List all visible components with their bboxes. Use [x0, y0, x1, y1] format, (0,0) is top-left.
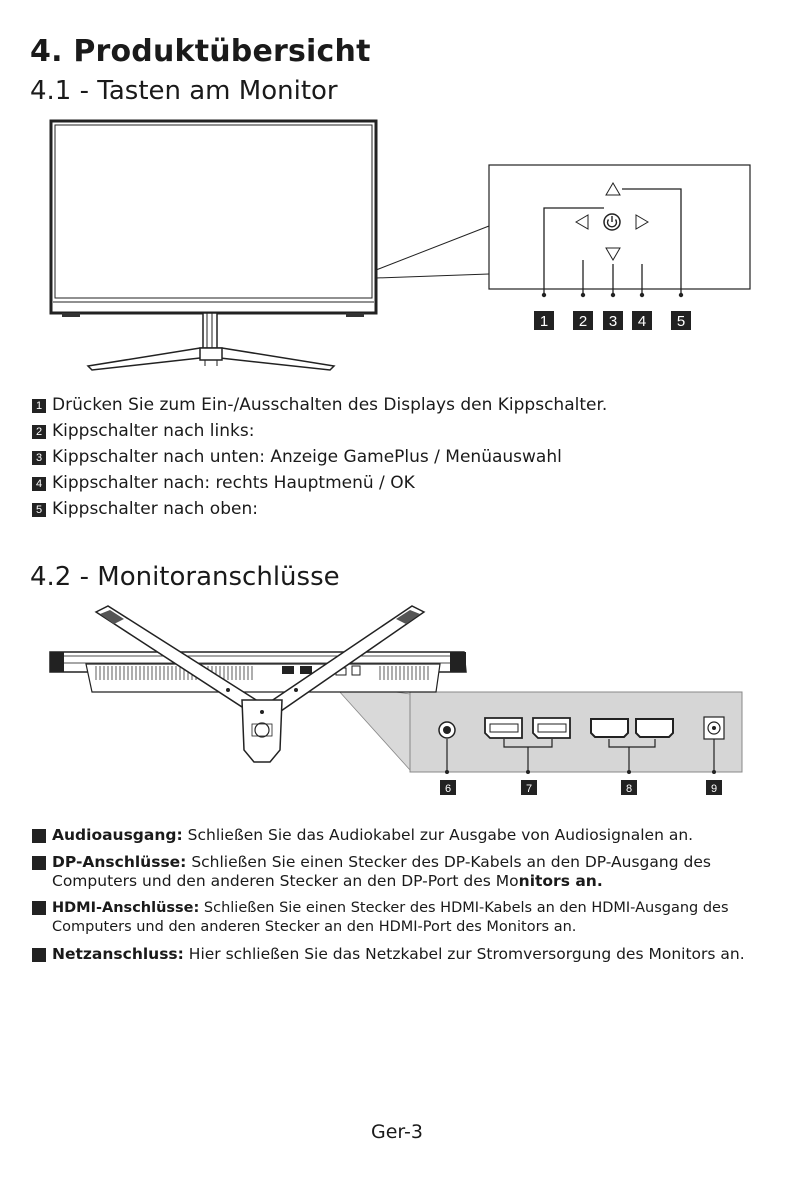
audio-jack-icon: [438, 721, 456, 739]
svg-text:4: 4: [638, 313, 646, 330]
button-layout-diagram: 1 2 3 4 5: [534, 182, 691, 330]
hdmi-icon: [590, 718, 674, 738]
monitor-front-illustration: [49, 119, 751, 371]
callout-1: 1: [534, 311, 554, 330]
power-socket-icon: [703, 716, 725, 740]
callout-8: 8: [621, 780, 637, 795]
svg-text:1: 1: [540, 313, 548, 330]
arrow-left-icon: [575, 214, 589, 230]
svg-text:6: 6: [445, 783, 451, 795]
callout-2: 2: [573, 311, 593, 330]
power-icon: [603, 213, 621, 231]
page-number: Ger-3: [371, 1121, 423, 1143]
page-title: 4. Produktübersicht: [30, 34, 371, 69]
arrow-down-icon: [605, 247, 621, 261]
callout-6: 6: [440, 780, 456, 795]
monitor-rear-illustration: [49, 605, 743, 773]
callout-9: 9: [706, 780, 722, 795]
svg-text:5: 5: [677, 313, 685, 330]
arrow-up-icon: [605, 182, 621, 196]
section-heading-ports: 4.2 - Monitoranschlüsse: [30, 562, 340, 592]
callout-3: 3: [603, 311, 623, 330]
svg-text:3: 3: [609, 313, 617, 330]
port-layout-diagram: 6 7 8 9: [438, 716, 725, 795]
displayport-icon: [484, 717, 571, 739]
svg-text:7: 7: [526, 783, 532, 795]
svg-text:2: 2: [579, 313, 587, 330]
callout-7: 7: [521, 780, 537, 795]
svg-text:8: 8: [626, 783, 632, 795]
svg-text:9: 9: [711, 783, 717, 795]
section-heading-buttons: 4.1 - Tasten am Monitor: [30, 76, 338, 106]
callout-4: 4: [632, 311, 652, 330]
arrow-right-icon: [635, 214, 649, 230]
callout-5: 5: [671, 311, 691, 330]
